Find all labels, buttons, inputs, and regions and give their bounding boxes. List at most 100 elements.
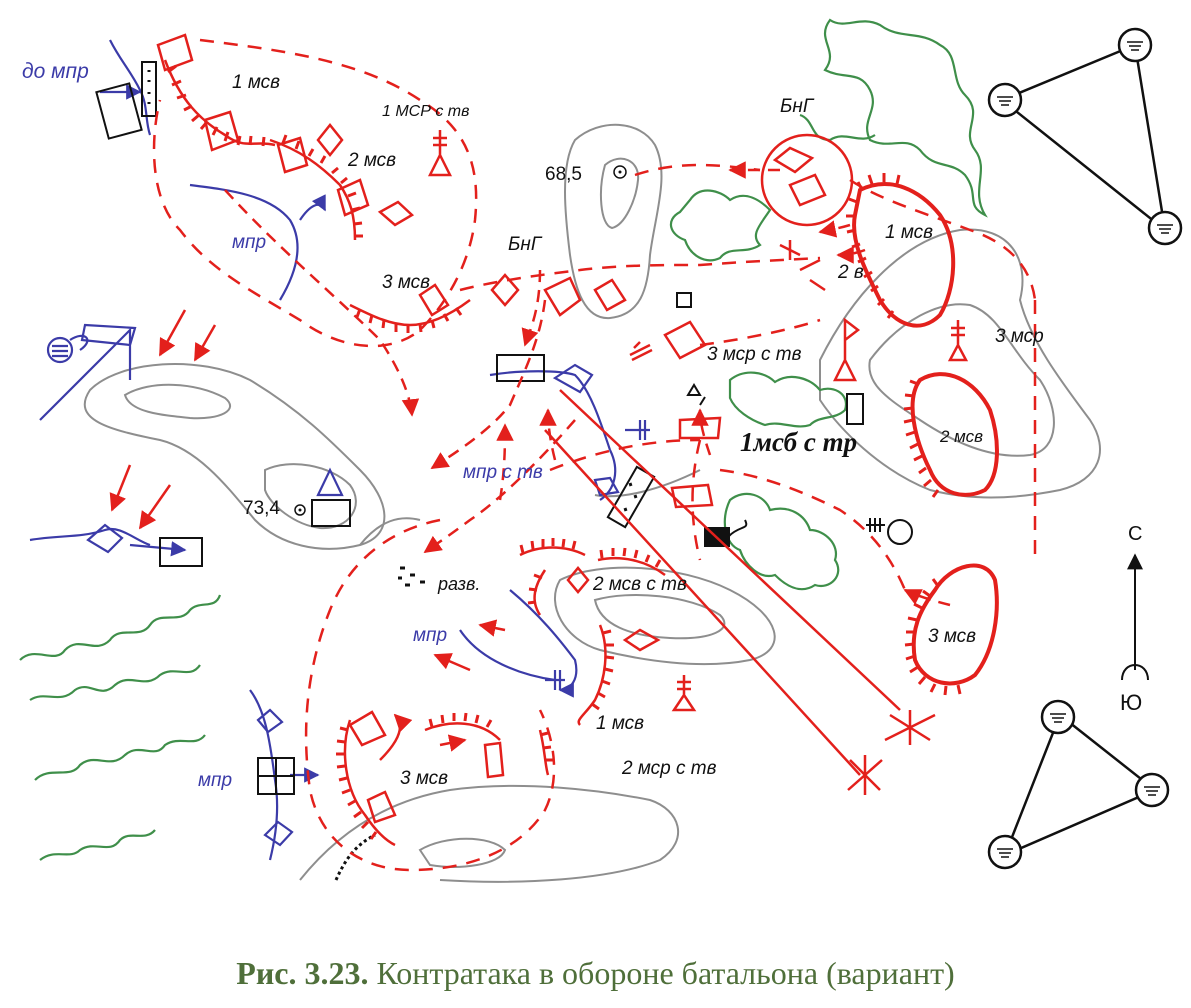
defense-line-3msv-c [349, 298, 471, 327]
enemy-artillery-west-hatch [52, 344, 68, 358]
perimeter-north [152, 38, 478, 348]
label-2msv-nw: 2 мсв [347, 150, 396, 171]
label-3msv-c: 3 мсв [382, 272, 430, 293]
obs-circle-east [887, 519, 913, 545]
hill-685-contour [564, 123, 663, 320]
unit-rhombus-c-1 [490, 273, 520, 307]
unit-rhombus-s-2 [622, 628, 661, 652]
enemy-tank-center-1 [552, 363, 594, 394]
forest-center-north [669, 189, 772, 262]
unit-rect-c-1 [418, 283, 450, 317]
road-center-2 [359, 517, 421, 546]
track-symbols [987, 27, 1183, 870]
north-arrow-tail [1121, 664, 1149, 681]
track-se-wheel-2 [1134, 772, 1170, 808]
barrier-mark-1 [779, 240, 826, 292]
fire-line-1 [559, 389, 901, 711]
enemy-artillery-west [46, 336, 74, 364]
defense-line-1msv-nw [163, 59, 276, 147]
enemy-artillery-west-tail [69, 334, 89, 351]
defense-2msv-tv [519, 546, 586, 557]
enemy-arrow-west [299, 194, 326, 221]
obs-circle-east-hatch [866, 518, 885, 532]
defense-teeth-2msv-tv-2 [599, 547, 662, 568]
defense-teeth-1msv-s [591, 629, 615, 711]
unit-rect-sw-2 [366, 790, 397, 824]
command-post-1msr [427, 130, 453, 177]
strike-arrow-1 [158, 309, 187, 357]
cattack-arrow-5 [496, 423, 514, 501]
label-mpr-sw: мпр [198, 770, 232, 791]
enemy-route-west-2 [29, 527, 151, 547]
defense-3msv-east [911, 563, 999, 686]
south-label: Ю [1120, 690, 1142, 715]
label-height-734: 73,4 [243, 498, 280, 519]
cattack-arrow-3 [521, 269, 542, 347]
label-1msv-e: 1 мсв [885, 222, 933, 243]
mine-black-tail [728, 519, 748, 537]
hill-west-inner [123, 383, 232, 420]
cattack-arrow-2 [430, 299, 547, 470]
defense-teeth-3msv-east [904, 578, 962, 696]
op-west-box [159, 537, 203, 567]
label-mpr-w: мпр [232, 232, 266, 253]
unit-rect-c-4 [663, 320, 707, 360]
enemy-gun-south [545, 670, 565, 690]
unit-rhombus-s-1 [566, 566, 590, 594]
north-arrow: С Ю [1120, 523, 1149, 715]
flag-east [832, 317, 861, 382]
height-734-dot [298, 508, 302, 512]
unit-rect-c-2 [543, 276, 582, 317]
cattack-arrow-4 [423, 419, 576, 554]
strike-arrow-4 [138, 484, 172, 530]
strike-arrow-2 [193, 324, 217, 362]
perimeter-c3 [719, 468, 907, 591]
forest-southwest-line-1 [19, 594, 222, 661]
enemy-arrow-mpr-s [509, 589, 578, 698]
label-1msb-tr: 1мсб с тр [740, 427, 857, 457]
enemy-route-west [189, 183, 299, 301]
perimeter-c2 [699, 318, 821, 347]
height-685-marker [613, 165, 627, 179]
obstacle-center-dots [623, 482, 638, 512]
friendly-forces [109, 33, 1037, 872]
hill-south-contour [554, 566, 776, 666]
label-height-685: 68,5 [545, 164, 582, 185]
track-se-wheel-3 [987, 834, 1023, 870]
unit-rect-s-1 [483, 741, 505, 779]
crosshair-1 [884, 710, 936, 745]
crosshair-2 [847, 755, 883, 795]
op-center-small [676, 292, 692, 308]
unit-rect-nw-2 [203, 110, 240, 152]
enemy-positions-black [334, 833, 376, 881]
hill-south-inner [593, 594, 726, 640]
label-3msv-se: 3 мсв [928, 626, 976, 647]
defense-teeth-2msv-east [903, 379, 940, 498]
valley-southwest-inner [418, 837, 507, 868]
command-post-3msr [947, 320, 969, 362]
enemy-tank-west [86, 523, 124, 554]
forest-southwest-line-3 [34, 734, 206, 781]
defense-2msv-tv-2 [597, 556, 666, 577]
enemy-arrow-west-2 [129, 541, 187, 557]
enemy-tank-sw-1 [256, 708, 284, 734]
enemy-triangle-734 [316, 467, 344, 497]
forest-center-east [728, 371, 848, 428]
fire-line-2 [544, 429, 861, 776]
forests [19, 18, 988, 861]
cattack-arrow-11 [691, 408, 712, 456]
strike-arrow-8 [379, 713, 413, 761]
unit-rect-bng [788, 173, 827, 207]
defense-left-south [533, 569, 547, 616]
cattack-arrow-9 [836, 246, 866, 264]
label-1msr-tv: 1 МСР с тв [382, 103, 469, 120]
label-2msr-tv: 2 мср с тв [621, 758, 717, 779]
defense-teeth-sw [336, 726, 378, 840]
op-734-box [311, 499, 351, 527]
label-bng-c: БнГ [508, 234, 543, 255]
defense-1msv-east [852, 182, 956, 328]
cattack-arrow-6 [539, 408, 557, 461]
label-1msv-s: 1 мсв [596, 713, 644, 734]
defense-line-sw [343, 719, 396, 847]
forest-northeast [823, 18, 988, 218]
